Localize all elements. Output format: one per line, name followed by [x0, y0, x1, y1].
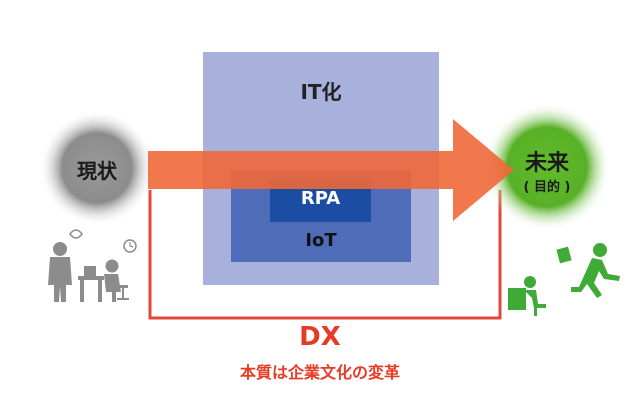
dx-label: DX [299, 322, 341, 352]
future-label: 未来 [524, 151, 569, 176]
dx-sub-label: 本質は企業文化の変革 [239, 363, 400, 382]
rpa-label: RPA [300, 188, 341, 209]
office-worker-running-icon [508, 243, 620, 316]
future-sub-label: ( 目的 ) [523, 180, 571, 195]
iot-label: IoT [305, 230, 337, 251]
current-circle [39, 110, 155, 226]
it-label: IT化 [300, 80, 342, 104]
dx-bracket [148, 190, 502, 320]
future-circle [483, 103, 611, 231]
office-worker-waiting-icon [48, 229, 137, 302]
progress-arrow [148, 119, 514, 221]
current-label: 現状 [77, 159, 117, 183]
